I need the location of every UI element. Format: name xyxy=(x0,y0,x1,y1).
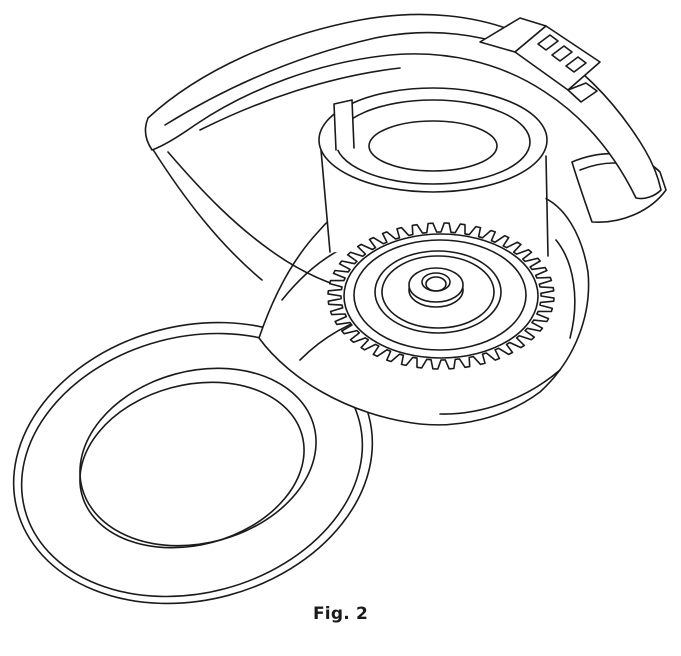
latch-step-notch xyxy=(568,83,597,102)
body-neck-line-right xyxy=(152,148,262,280)
bolt-hole-inner xyxy=(426,277,446,291)
latch-clip xyxy=(480,18,600,102)
drum xyxy=(319,88,548,258)
handle-lower-inner-line xyxy=(200,68,400,130)
housing-right-edge xyxy=(556,240,575,338)
ring-outer-rim-line xyxy=(0,297,392,634)
gear xyxy=(328,223,554,369)
gear-hub xyxy=(409,268,463,307)
drum-rim-outer xyxy=(319,88,547,192)
gear-rim-line xyxy=(344,234,538,358)
ring-bore-far-wall xyxy=(61,358,323,572)
clamp-ring xyxy=(0,284,404,643)
center-bolt xyxy=(422,273,450,291)
body-contour-line-lower xyxy=(440,370,560,414)
drum-wall-left xyxy=(321,150,330,252)
gear-recess-inner xyxy=(382,256,494,328)
latch-tooth-1 xyxy=(538,35,558,50)
handle-top-inner-line xyxy=(165,33,532,125)
gear-face-ring xyxy=(354,240,526,350)
drum-post xyxy=(334,100,354,150)
figure-caption: Fig. 2 xyxy=(312,604,368,624)
latch-tooth-3 xyxy=(566,57,586,72)
drum-bore xyxy=(369,121,497,171)
drum-wall-right xyxy=(546,156,548,256)
latch-tooth-2 xyxy=(552,46,572,61)
latch-face xyxy=(515,26,600,90)
